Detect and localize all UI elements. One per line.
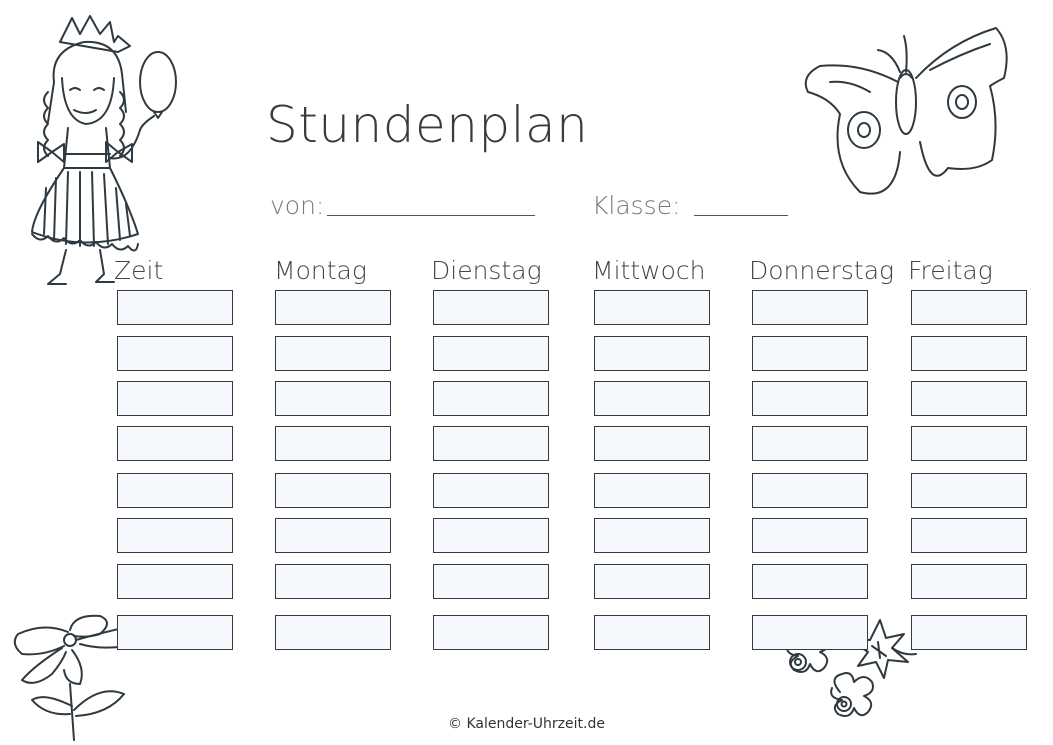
timetable-cell-mittwoch-7[interactable] [594, 564, 710, 599]
timetable-cell-mittwoch-6[interactable] [594, 518, 710, 553]
timetable-cell-dienstag-7[interactable] [433, 564, 549, 599]
page-title: Stundenplan [266, 96, 589, 154]
copyright-text: © Kalender-Uhrzeit.de [448, 716, 605, 732]
timetable-cell-montag-2[interactable] [275, 336, 391, 371]
timetable-cell-dienstag-3[interactable] [433, 381, 549, 416]
timetable-cell-dienstag-8[interactable] [433, 615, 549, 650]
timetable-cell-donnerstag-4[interactable] [752, 426, 868, 461]
timetable-cell-montag-7[interactable] [275, 564, 391, 599]
butterfly-drawing [804, 27, 1008, 195]
timetable-cell-zeit-5[interactable] [117, 473, 233, 508]
timetable-cell-donnerstag-1[interactable] [752, 290, 868, 325]
column-header-montag: Montag [274, 256, 367, 285]
timetable-cell-montag-1[interactable] [275, 290, 391, 325]
timetable-cell-zeit-1[interactable] [117, 290, 233, 325]
timetable-cell-donnerstag-6[interactable] [752, 518, 868, 553]
timetable-cell-mittwoch-8[interactable] [594, 615, 710, 650]
name-field[interactable] [327, 215, 535, 216]
class-label: Klasse: [592, 191, 681, 220]
timetable-cell-mittwoch-3[interactable] [594, 381, 710, 416]
timetable-cell-dienstag-4[interactable] [433, 426, 549, 461]
timetable-cell-montag-4[interactable] [275, 426, 391, 461]
timetable-cell-mittwoch-1[interactable] [594, 290, 710, 325]
timetable-cell-donnerstag-2[interactable] [752, 336, 868, 371]
timetable-cell-freitag-8[interactable] [911, 615, 1027, 650]
name-label: von: [270, 191, 325, 220]
timetable-cell-zeit-3[interactable] [117, 381, 233, 416]
timetable-cell-donnerstag-3[interactable] [752, 381, 868, 416]
timetable-cell-dienstag-6[interactable] [433, 518, 549, 553]
girl-with-balloon-drawing [31, 15, 177, 285]
timetable-cell-donnerstag-7[interactable] [752, 564, 868, 599]
timetable-cell-freitag-2[interactable] [911, 336, 1027, 371]
timetable-cell-freitag-4[interactable] [911, 426, 1027, 461]
timetable-cell-montag-8[interactable] [275, 615, 391, 650]
timetable-cell-zeit-8[interactable] [117, 615, 233, 650]
column-header-mittwoch: Mittwoch [592, 256, 706, 285]
timetable-cell-freitag-3[interactable] [911, 381, 1027, 416]
column-header-donnerstag: Donnerstag [749, 256, 895, 285]
timetable-cell-freitag-7[interactable] [911, 564, 1027, 599]
timetable-cell-dienstag-5[interactable] [433, 473, 549, 508]
timetable-cell-dienstag-2[interactable] [433, 336, 549, 371]
timetable-cell-zeit-2[interactable] [117, 336, 233, 371]
timetable-cell-mittwoch-4[interactable] [594, 426, 710, 461]
timetable-cell-freitag-6[interactable] [911, 518, 1027, 553]
timetable-cell-freitag-5[interactable] [911, 473, 1027, 508]
timetable-cell-montag-3[interactable] [275, 381, 391, 416]
timetable-cell-montag-5[interactable] [275, 473, 391, 508]
timetable-cell-mittwoch-5[interactable] [594, 473, 710, 508]
timetable-cell-zeit-4[interactable] [117, 426, 233, 461]
column-header-freitag: Freitag [908, 256, 993, 285]
class-field[interactable] [694, 215, 788, 216]
timetable-cell-donnerstag-5[interactable] [752, 473, 868, 508]
timetable-cell-zeit-6[interactable] [117, 518, 233, 553]
column-header-zeit: Zeit [114, 256, 164, 285]
timetable-cell-donnerstag-8[interactable] [752, 615, 868, 650]
timetable-cell-dienstag-1[interactable] [433, 290, 549, 325]
column-header-dienstag: Dienstag [431, 256, 542, 285]
timetable-cell-mittwoch-2[interactable] [594, 336, 710, 371]
timetable-cell-freitag-1[interactable] [911, 290, 1027, 325]
timetable-cell-zeit-7[interactable] [117, 564, 233, 599]
timetable-cell-montag-6[interactable] [275, 518, 391, 553]
